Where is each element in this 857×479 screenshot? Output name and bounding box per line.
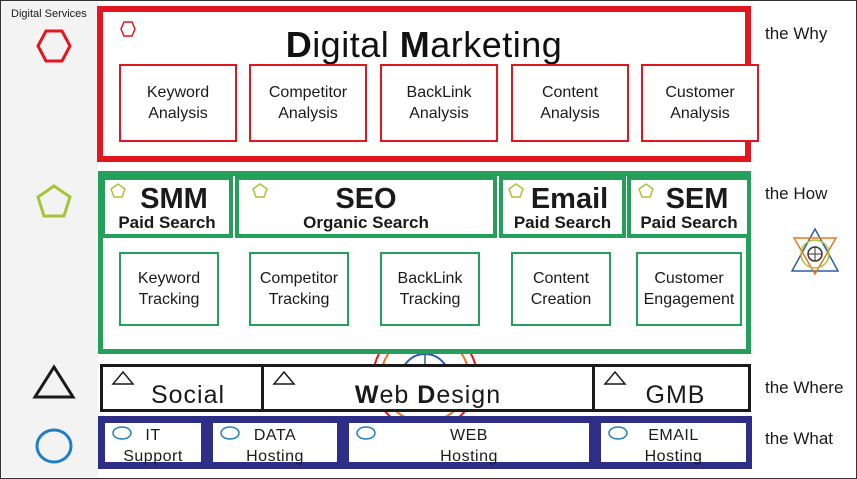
- row-label-how: the How: [765, 184, 828, 203]
- digital-marketing-title: Digital Marketing: [285, 24, 563, 65]
- row-label-what: the What: [765, 429, 834, 448]
- smm-subtitle: Paid Search: [118, 213, 216, 232]
- sem-subtitle: Paid Search: [640, 213, 738, 232]
- circle-icon: [35, 428, 73, 464]
- row-label-where: the Where: [765, 378, 844, 397]
- circle-small-icon: [356, 426, 376, 440]
- triangle-small-icon: [603, 370, 627, 385]
- pentagon-small-icon: [638, 183, 654, 198]
- seo-title: SEO: [335, 183, 397, 215]
- globe-logo-icon: [790, 227, 840, 276]
- circle-small-icon: [112, 426, 132, 440]
- email-subtitle: Paid Search: [513, 213, 612, 232]
- sidebar: Digital Services: [1, 1, 98, 477]
- email-title: Email: [530, 183, 609, 215]
- pentagon-small-icon: [252, 183, 268, 198]
- pentagon-icon: [36, 184, 72, 218]
- sem-title: SEM: [665, 183, 729, 215]
- circle-small-icon: [608, 426, 628, 440]
- row-label-why: the Why: [765, 24, 828, 43]
- circle-small-icon: [220, 426, 240, 440]
- sidebar-title: Digital Services: [11, 8, 87, 20]
- social-cell: Social: [100, 364, 264, 412]
- web-design-cell: Web Design: [261, 364, 595, 412]
- triangle-small-icon: [272, 370, 296, 385]
- sem-header: SEM Paid Search: [627, 176, 751, 238]
- gmb-label: GMB: [645, 381, 706, 409]
- hexagon-small-icon: [120, 21, 136, 37]
- pentagon-small-icon: [508, 183, 524, 198]
- email-header: Email Paid Search: [499, 176, 626, 238]
- smm-title: SMM: [140, 183, 208, 215]
- triangle-small-icon: [111, 370, 135, 385]
- seo-subtitle: Organic Search: [303, 213, 429, 232]
- seo-header: SEO Organic Search: [235, 176, 497, 238]
- pentagon-small-icon: [110, 183, 126, 198]
- hexagon-icon: [36, 29, 72, 63]
- web-design-label: Web Design: [354, 381, 502, 409]
- gmb-cell: GMB: [592, 364, 751, 412]
- triangle-icon: [32, 364, 76, 399]
- social-label: Social: [150, 381, 226, 409]
- smm-header: SMM Paid Search: [101, 176, 233, 238]
